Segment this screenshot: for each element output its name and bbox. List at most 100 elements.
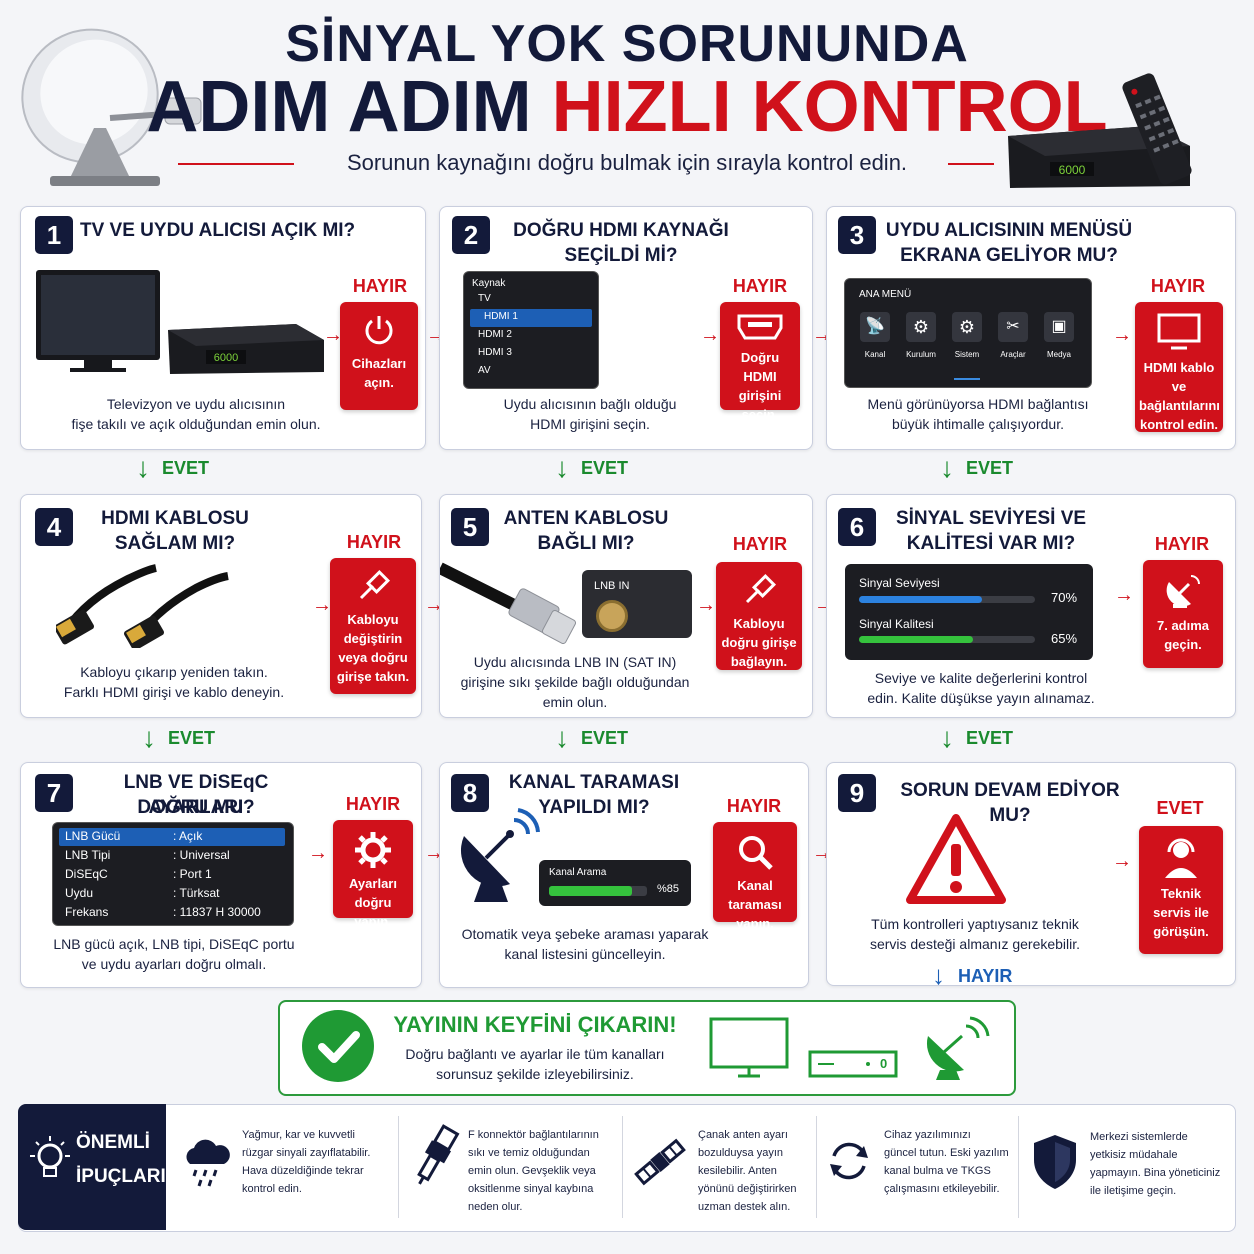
- step-desc-line1: Menü görünüyorsa HDMI bağlantısı: [867, 396, 1089, 412]
- action-text: Doğru HDMI girişini seçin.: [738, 350, 782, 422]
- menu-tile-sistem[interactable]: ⚙ Sistem: [948, 312, 986, 359]
- step-title-line2: EKRANA GELİYOR MU?: [900, 245, 1118, 266]
- step-number: 7: [35, 774, 73, 812]
- cable-plug-icon: [745, 573, 777, 604]
- setting-row-selected[interactable]: [59, 828, 285, 846]
- hdmi-port-icon: [737, 314, 783, 340]
- source-menu-item[interactable]: HDMI 3: [478, 347, 512, 358]
- source-menu-item[interactable]: HDMI 2: [478, 329, 512, 340]
- step-desc-line2: edin. Kalite düşükse yayın alınamaz.: [867, 690, 1095, 706]
- action-text: HDMI kablo ve bağlantılarını kontrol edi…: [1139, 360, 1220, 432]
- step-title-line2: YAPILDI MI?: [538, 797, 650, 818]
- success-title: YAYININ KEYFİNİ ÇIKARIN!: [393, 1012, 677, 1037]
- source-menu-item[interactable]: TV: [478, 293, 491, 304]
- step-desc-line1: Tüm kontrolleri yaptıysanız teknik: [871, 916, 1079, 932]
- hayir-label: HAYIR: [352, 276, 408, 296]
- step-title-line1: DOĞRU HDMI KAYNAĞI: [513, 220, 729, 241]
- step-desc-line1: Seviye ve kalite değerlerini kontrol: [874, 670, 1088, 686]
- support-agent-icon: [1165, 838, 1197, 878]
- lnb-settings-panel: LNB Gücü : Açık LNB Tipi : Universal DiS…: [52, 822, 294, 926]
- down-arrow-icon: ↓: [142, 722, 156, 753]
- step-title-line2: DOĞRU MU?: [137, 797, 255, 818]
- scan-label: Kanal Arama: [549, 867, 607, 878]
- step-desc-line3: emin olun.: [542, 694, 608, 710]
- step-desc-line2: büyük ihtimalle çalışıyordur.: [892, 416, 1064, 432]
- tip-line: kontrol edin.: [242, 1183, 302, 1195]
- success-banner: [278, 1000, 1016, 1096]
- tools-icon: ✂: [998, 312, 1028, 342]
- f-connector-icon: [410, 1124, 460, 1190]
- source-menu-item[interactable]: AV: [478, 365, 491, 376]
- menu-tile-kurulum[interactable]: ⚙ Kurulum: [902, 312, 940, 359]
- down-arrow-icon: ↓: [555, 452, 569, 483]
- action-box-1: Cihazları açın.: [340, 302, 418, 410]
- hayir-label: HAYIR: [732, 276, 788, 296]
- source-menu-panel: Kaynak TV HDMI 1 HDMI 2 HDMI 3 AV: [463, 271, 599, 389]
- down-arrow-icon: ↓: [555, 722, 569, 753]
- source-menu-item-selected[interactable]: HDMI 1: [470, 309, 592, 327]
- step-desc-line2: servis desteği almanız gerekebilir.: [869, 936, 1081, 952]
- subtitle-rule-right: [948, 163, 994, 165]
- title-part-b: HIZLI KONTROL: [551, 67, 1108, 147]
- divider: [1018, 1116, 1019, 1218]
- step-desc-line1: Kabloyu çıkarıp yeniden takın.: [80, 664, 268, 680]
- tip-line: çalışmasını etkileyebilir.: [884, 1183, 1000, 1195]
- action-text: Kabloyu doğru girişe bağlayın.: [721, 616, 797, 669]
- action-box-6: 7. adıma geçin.: [1143, 560, 1223, 668]
- arrow-right: →: [1112, 850, 1132, 872]
- divider: [622, 1116, 623, 1218]
- arrow-right: →: [1112, 324, 1132, 346]
- scan-value: %85: [657, 883, 680, 895]
- menu-tile-label: Kanal: [864, 350, 886, 359]
- step-desc-line2: HDMI girişini seçin.: [530, 416, 650, 432]
- setting-value: : Türksat: [173, 886, 220, 900]
- scan-track: [549, 886, 647, 896]
- step-title-line1: UYDU ALICISININ MENÜSÜ: [885, 220, 1133, 241]
- menu-tile-label: Sistem: [954, 350, 980, 359]
- signal-quality-label: Sinyal Kalitesi: [859, 617, 934, 631]
- action-box-3: HDMI kablo ve bağlantılarını kontrol edi…: [1135, 302, 1223, 432]
- tip-line: Çanak anten ayarı: [698, 1129, 788, 1141]
- signal-quality-bar: [859, 636, 974, 643]
- main-menu-icons: 📡 Kanal ⚙ Kurulum ⚙ Sistem ✂ Araçlar ▣ M…: [852, 312, 1084, 368]
- main-menu-title: ANA MENÜ: [859, 289, 912, 300]
- menu-tile-medya[interactable]: ▣ Medya: [1040, 312, 1078, 359]
- signal-quality-value: 65%: [1051, 631, 1078, 646]
- hayir-label: HAYIR: [1154, 534, 1210, 554]
- tips-header: [18, 1104, 166, 1230]
- lnb-port-panel: LNB IN: [582, 570, 692, 638]
- step-title-line1: KANAL TARAMASI: [508, 772, 680, 793]
- hayir-label-blue: HAYIR: [958, 966, 1013, 986]
- gear-icon: [355, 832, 391, 868]
- tip-line: Merkezi sistemlerde: [1090, 1131, 1188, 1143]
- menu-tile-araclar[interactable]: ✂ Araçlar: [994, 312, 1032, 359]
- step-desc-line2: Farklı HDMI girişi ve kablo deneyin.: [63, 684, 285, 700]
- tip-line: ile iletişime geçin.: [1090, 1185, 1177, 1197]
- step-number: 3: [838, 216, 876, 254]
- hdmi-cables-image: [54, 560, 236, 651]
- f-connector-port: [596, 600, 628, 632]
- signal-level-track: [859, 596, 1035, 603]
- receiver-outline-display: 0: [880, 1056, 888, 1071]
- rain-cloud-icon: [178, 1134, 234, 1190]
- setting-key: Frekans: [65, 905, 109, 919]
- satellite-dish-icon: [458, 806, 542, 906]
- step-number: 1: [35, 216, 73, 254]
- action-text: 7. adıma geçin.: [1156, 618, 1210, 652]
- step-desc-line1: Uydu alıcısında LNB IN (SAT IN): [473, 654, 677, 670]
- evet-label: EVET: [581, 728, 629, 748]
- hayir-label: HAYIR: [345, 794, 401, 814]
- menu-tile-kanal[interactable]: 📡 Kanal: [856, 312, 894, 359]
- action-text: Kanal taraması yapın.: [728, 878, 782, 931]
- step-desc-line2: fişe takılı ve açık olduğundan emin olun…: [71, 416, 321, 432]
- setting-key: DiSEqC: [65, 867, 108, 881]
- tip-line: sıkı ve temiz olduğundan: [468, 1147, 590, 1159]
- search-icon: [739, 836, 773, 870]
- tip-line: emin olun. Gevşeklik veya: [468, 1165, 596, 1177]
- down-arrow-icon: ↓: [932, 960, 945, 990]
- tv-and-receiver-image: 6000: [34, 268, 324, 376]
- satellite-dish-icon: [922, 1016, 992, 1082]
- menu-tile-label: Araçlar: [1000, 350, 1026, 359]
- evet-label-red: EVET: [1156, 798, 1204, 818]
- tip-text: Çanak anten ayarı bozulduysa yayın kesil…: [698, 1126, 818, 1216]
